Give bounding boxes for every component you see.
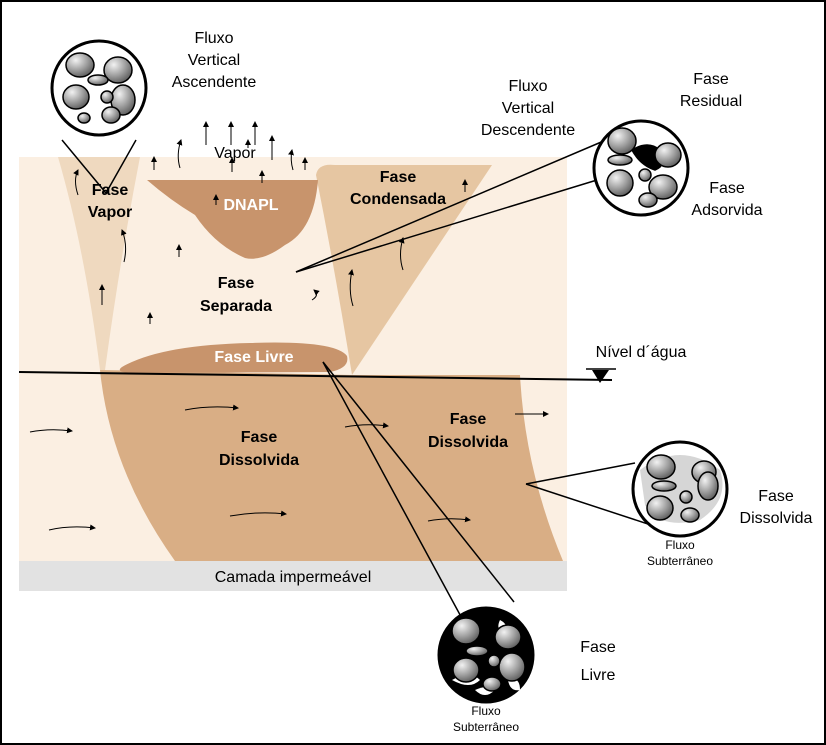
label-adsorvida-1: Fase xyxy=(709,180,745,197)
label-fluxo-asc-1: Fluxo xyxy=(194,30,233,47)
label-fase-livre-pool: Fase Livre xyxy=(214,349,293,366)
label-subterraneo-right-2: Subterrâneo xyxy=(647,554,713,568)
label-dissolvida-left-1: Fase xyxy=(241,429,278,446)
label-subterraneo-right-1: Fluxo xyxy=(665,538,695,552)
label-residual-2: Residual xyxy=(680,93,742,110)
label-fluxo-desc-3: Descendente xyxy=(481,122,575,139)
label-dissolvida-right-2: Dissolvida xyxy=(428,434,508,451)
label-nivel-agua: Nível d´água xyxy=(596,344,687,361)
label-condensada-1: Fase xyxy=(380,169,417,186)
label-subterraneo-bottom-1: Fluxo xyxy=(471,704,501,718)
label-subterraneo-bottom-2: Subterrâneo xyxy=(453,720,519,734)
label-fluxo-desc-1: Fluxo xyxy=(508,78,547,95)
label-dissolvida-right-1: Fase xyxy=(450,411,487,428)
label-dissolvida-left-2: Dissolvida xyxy=(219,452,299,469)
label-fluxo-desc-2: Vertical xyxy=(502,100,554,117)
label-livre-callout-1: Fase xyxy=(580,639,616,656)
label-dissolvida-callout-2: Dissolvida xyxy=(740,510,813,527)
label-livre-callout-2: Livre xyxy=(581,667,616,684)
pore-magnifier-free xyxy=(439,608,533,702)
label-dnapl: DNAPL xyxy=(223,197,278,214)
label-dissolvida-callout-1: Fase xyxy=(758,488,794,505)
label-adsorvida-2: Adsorvida xyxy=(691,202,762,219)
dissolved-plume xyxy=(100,370,563,561)
pore-magnifier-residual xyxy=(594,121,688,215)
label-separada-1: Fase xyxy=(218,275,255,292)
label-fluxo-asc-3: Ascendente xyxy=(172,74,257,91)
label-fase-vapor-2: Vapor xyxy=(88,204,132,221)
pore-magnifier-vapor xyxy=(52,41,146,135)
label-condensada-2: Condensada xyxy=(350,191,446,208)
label-residual-1: Fase xyxy=(693,71,729,88)
label-camada: Camada impermeável xyxy=(215,569,372,586)
label-vapor: Vapor xyxy=(214,145,256,162)
label-fluxo-asc-2: Vertical xyxy=(188,52,240,69)
pore-magnifier-dissolved xyxy=(633,442,727,536)
label-fase-vapor-1: Fase xyxy=(92,182,129,199)
label-separada-2: Separada xyxy=(200,298,272,315)
